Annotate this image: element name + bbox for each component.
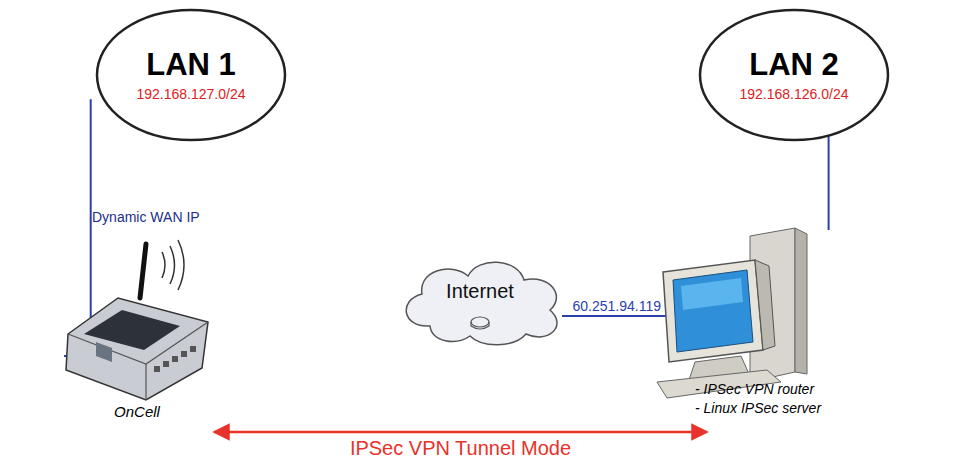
network-link [828, 135, 830, 230]
node-title: LAN 1 [146, 48, 236, 82]
lan-ellipse: LAN 2 192.168.126.0/24 [698, 8, 890, 142]
text-block: - IPSec VPN router- Linux IPSec server [695, 380, 821, 418]
ip-address: 60.251.94.119 [571, 298, 664, 314]
node-title: - IPSec VPN router [695, 380, 821, 399]
node-text: 192.168.127.0/24 [137, 86, 246, 102]
vpn-server: - IPSec VPN router- Linux IPSec server [655, 222, 905, 418]
wireless-waves [162, 240, 184, 290]
lan-ellipse: LAN 1 192.168.127.0/24 [95, 8, 287, 142]
tunnel-arrow [214, 431, 707, 434]
node-text: 192.168.126.0/24 [740, 86, 849, 102]
node-text: - Linux IPSec server [695, 399, 821, 418]
cellular-router: OnCell [62, 238, 212, 420]
network-link [562, 315, 667, 317]
node-title: OnCell [62, 403, 212, 420]
node-title: Internet [446, 280, 514, 303]
node-shape [62, 238, 212, 420]
node-title: LAN 2 [749, 48, 839, 82]
tunnel-label: IPSec VPN Tunnel Mode [348, 437, 573, 460]
internet-cloud: Internet [390, 248, 570, 348]
wan-note: Dynamic WAN IP [92, 209, 200, 225]
network-link [64, 99, 91, 356]
